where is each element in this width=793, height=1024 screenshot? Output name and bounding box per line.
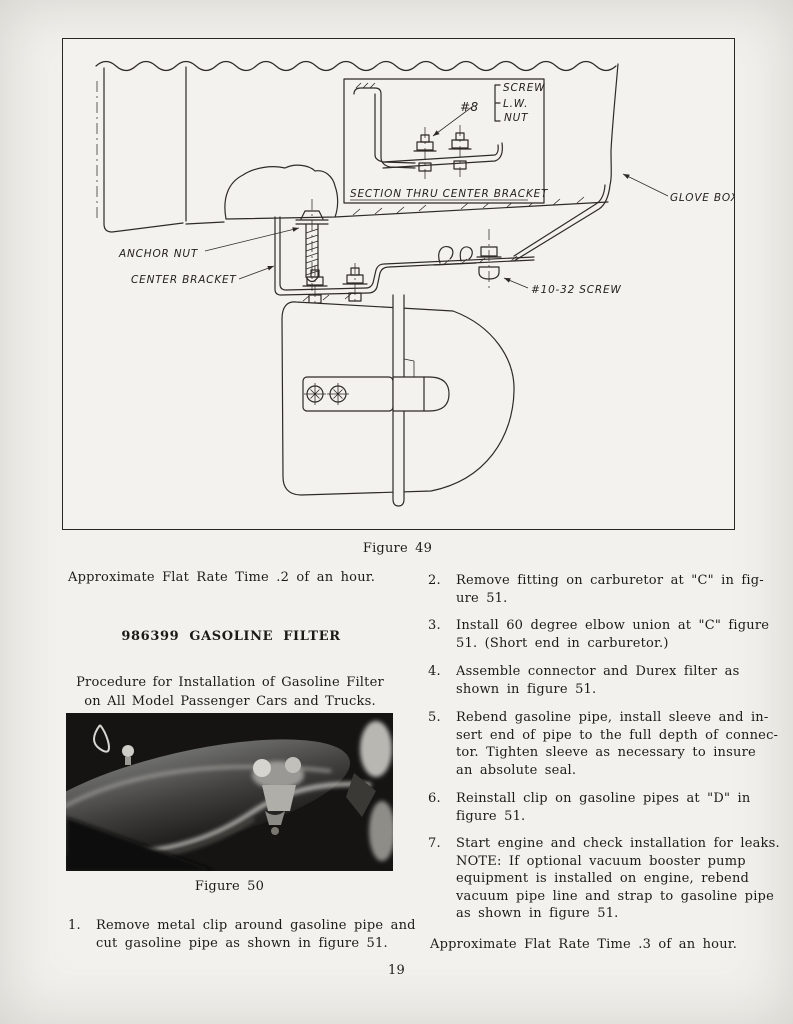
glove-box-outline xyxy=(513,63,619,262)
hash8-item-nut: NUT xyxy=(504,112,529,124)
center-bracket-label: CENTER BRACKET xyxy=(131,274,237,286)
step-6: 6. Reinstall clip on gasoline pipes at "… xyxy=(428,790,762,825)
figure-49-caption: Figure 49 xyxy=(362,541,433,556)
housing-blob xyxy=(224,164,339,220)
step-1-line: Remove metal clip around gasoline pipe a… xyxy=(96,918,416,933)
step-4-line: shown in figure 51. xyxy=(456,681,597,697)
step-5-line: Rebend gasoline pipe, install sleeve and… xyxy=(456,710,769,725)
step-6-line: Reinstall clip on gasoline pipes at "D" … xyxy=(456,791,751,806)
procedure-intro: Procedure for Installation of Gasoline F… xyxy=(60,673,400,711)
step-7-line: vacuum pipe line and strap to gasoline p… xyxy=(456,888,774,904)
step-4-line: Assemble connector and Durex filter as xyxy=(456,664,740,679)
step-3-number: 3. xyxy=(428,618,441,633)
step-3-line: Install 60 degree elbow union at "C" fig… xyxy=(456,618,770,633)
figure-49-drawing: #8 SCREW L.W. NUT SECTION THRU CENTER BR… xyxy=(62,38,735,530)
screw-10-32 xyxy=(476,229,502,289)
figure-50-caption: Figure 50 xyxy=(194,879,265,894)
step-3-line: 51. (Short end in carburetor.) xyxy=(456,635,669,651)
section-title: 986399 GASOLINE FILTER xyxy=(121,629,341,644)
anchor-nut-label: ANCHOR NUT xyxy=(118,248,199,260)
step-2-number: 2. xyxy=(428,573,441,588)
pipe-clip xyxy=(433,246,477,266)
step-1-number: 1. xyxy=(68,918,81,933)
step-3: 3. Install 60 degree elbow union at "C" … xyxy=(428,617,770,652)
flat-rate-time-2: Approximate Flat Rate Time .3 of an hour… xyxy=(430,937,738,952)
step-7-line: NOTE: If optional vacuum booster pump xyxy=(456,853,746,869)
step-6-number: 6. xyxy=(428,791,441,806)
figure-50-photo-art xyxy=(66,713,393,871)
inset-caption: SECTION THRU CENTER BRACKET xyxy=(350,188,549,200)
step-2-line: ure 51. xyxy=(456,590,508,606)
torn-edge-wave xyxy=(95,60,617,72)
procedure-intro-line-2: on All Model Passenger Cars and Trucks. xyxy=(84,694,376,709)
page-number: 19 xyxy=(388,963,405,978)
step-6-line: figure 51. xyxy=(456,808,526,824)
mounting-strap xyxy=(302,376,450,412)
glove-box-label: GLOVE BOX xyxy=(670,192,734,204)
bracket-bolts xyxy=(302,263,368,309)
step-7-line: Start engine and check installation for … xyxy=(456,836,780,851)
inset-bolt-1 xyxy=(413,127,437,179)
dash-pillar xyxy=(96,66,187,233)
step-1-line: cut gasoline pipe as shown in figure 51. xyxy=(96,935,388,951)
step-4-number: 4. xyxy=(428,664,441,679)
procedure-intro-line-1: Procedure for Installation of Gasoline F… xyxy=(76,675,384,690)
step-1: 1. Remove metal clip around gasoline pip… xyxy=(68,917,416,952)
step-7-line: equipment is installed on engine, rebend xyxy=(456,871,750,886)
section-inset: #8 SCREW L.W. NUT SECTION THRU CENTER BR… xyxy=(343,78,549,204)
step-5-line: tor. Tighten sleeve as necessary to insu… xyxy=(456,745,756,760)
hash8-label: #8 xyxy=(460,100,479,114)
flat-rate-time-1: Approximate Flat Rate Time .2 of an hour… xyxy=(68,570,376,585)
figure-49-svg: #8 SCREW L.W. NUT SECTION THRU CENTER BR… xyxy=(95,60,734,507)
step-7-line: as shown in figure 51. xyxy=(456,906,619,921)
step-5-line: sert end of pipe to the full depth of co… xyxy=(456,727,779,743)
step-5-number: 5. xyxy=(428,710,441,725)
step-4: 4. Assemble connector and Durex filter a… xyxy=(428,663,762,698)
inset-bolt-2 xyxy=(448,125,472,177)
gasoline-filter-highlight xyxy=(252,757,304,835)
hash8-item-lw: L.W. xyxy=(503,98,528,110)
step-2: 2. Remove fitting on carburetor at "C" i… xyxy=(428,572,764,607)
step-2-line: Remove fitting on carburetor at "C" in f… xyxy=(456,573,764,588)
step-5: 5. Rebend gasoline pipe, install sleeve … xyxy=(428,709,779,779)
step-5-line: an absolute seal. xyxy=(456,762,577,778)
center-bracket xyxy=(274,216,535,302)
callouts: ANCHOR NUT CENTER BRACKET #10-32 SCREW G… xyxy=(118,173,734,296)
screw-10-32-label: #10-32 SCREW xyxy=(531,284,622,296)
figure-50-photo xyxy=(66,713,393,871)
step-7-number: 7. xyxy=(428,836,441,851)
hash8-item-screw: SCREW xyxy=(503,82,545,94)
step-7: 7. Start engine and check installation f… xyxy=(428,835,780,923)
